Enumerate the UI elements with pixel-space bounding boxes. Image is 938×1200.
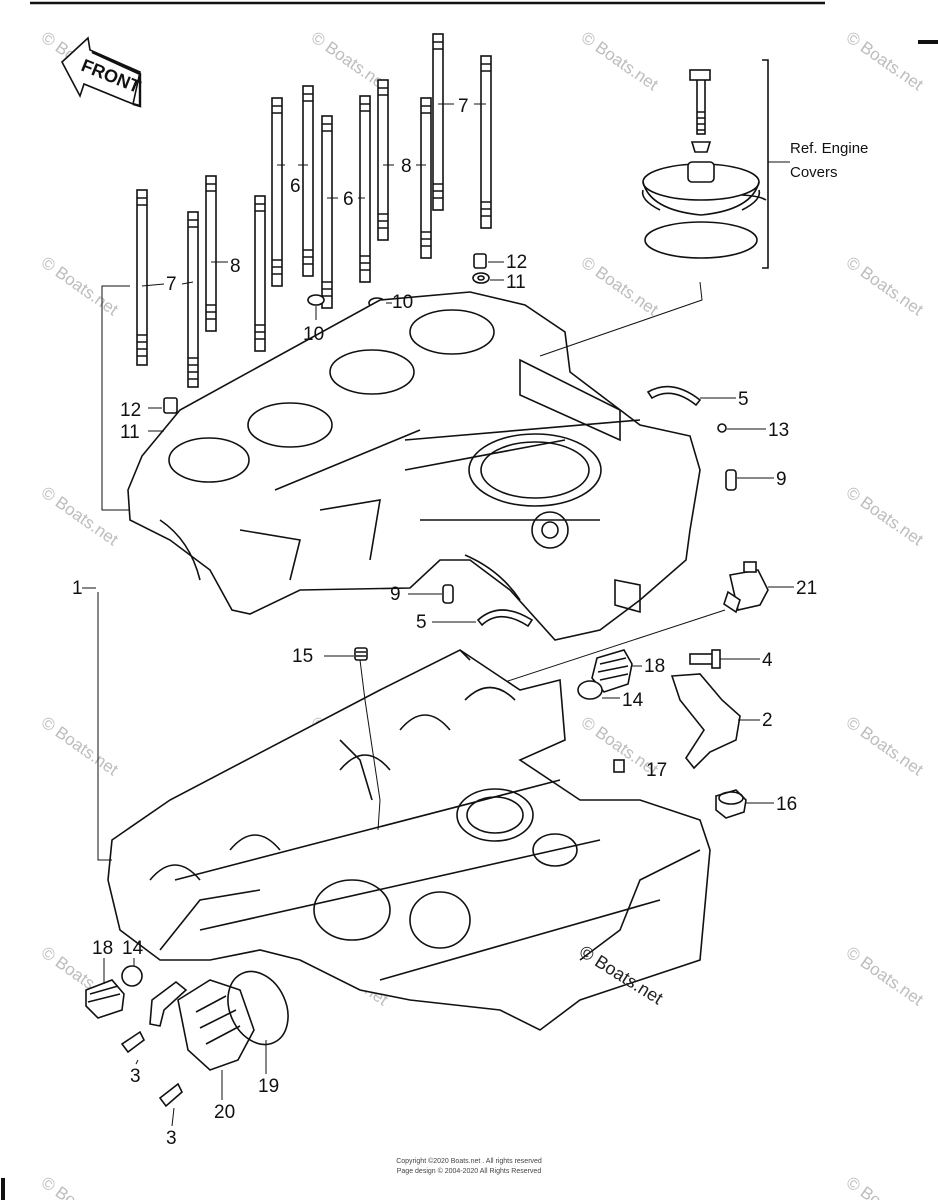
bolt bbox=[120, 1030, 183, 1108]
leader-line bbox=[97, 592, 112, 861]
footer-copyright: Copyright ©2020 Boats.net . All rights r… bbox=[396, 1157, 542, 1165]
dowel-pin bbox=[473, 253, 487, 269]
stud-bolt bbox=[302, 85, 314, 277]
dowel-pin bbox=[725, 469, 737, 491]
callout: 18 bbox=[644, 656, 665, 677]
callout: 6 bbox=[290, 176, 301, 197]
callout: 17 bbox=[646, 760, 667, 781]
drain-plug bbox=[715, 789, 747, 819]
callout: 21 bbox=[796, 578, 817, 599]
stud-bolt bbox=[377, 79, 389, 241]
upper-crankcase bbox=[127, 291, 701, 641]
leader-line bbox=[539, 281, 703, 357]
callout: 9 bbox=[390, 584, 401, 605]
callout: 10 bbox=[392, 292, 413, 313]
callout: 10 bbox=[303, 324, 324, 345]
callout: 16 bbox=[776, 794, 797, 815]
callout: 12 bbox=[120, 400, 141, 421]
breather-plate bbox=[670, 673, 741, 770]
watermark-text: © Boats.net bbox=[38, 1173, 122, 1200]
watermark-text: © Boats.net bbox=[843, 253, 927, 320]
callout: 11 bbox=[120, 422, 140, 443]
stud-bolt bbox=[187, 211, 199, 388]
callout: 11 bbox=[506, 272, 526, 293]
watermark-text: © Boats.net bbox=[843, 943, 927, 1010]
callout: 7 bbox=[458, 96, 469, 117]
callouts: 7 8 6 6 8 7 12 11 10 10 12 11 5 13 9 21 … bbox=[72, 96, 817, 1149]
callout: 18 bbox=[92, 938, 113, 959]
reference-bracket: Ref. Engine Covers bbox=[762, 59, 868, 269]
oil-filler-plug bbox=[591, 649, 633, 693]
callout: 12 bbox=[506, 252, 527, 273]
lower-crankcase bbox=[107, 649, 711, 1031]
bearing-shell bbox=[646, 385, 702, 407]
callout: 5 bbox=[416, 612, 427, 633]
reference-note-line1: Ref. Engine bbox=[790, 140, 868, 157]
callout: 6 bbox=[343, 189, 354, 210]
watermark-text: © Boats.net bbox=[38, 713, 122, 780]
o-ring bbox=[644, 221, 758, 259]
footer-design: Page design © 2004-2020 All Rights Reser… bbox=[397, 1167, 542, 1175]
callout: 8 bbox=[401, 156, 412, 177]
callout-leaders bbox=[82, 261, 794, 1127]
callout: 3 bbox=[130, 1066, 141, 1087]
callout: 19 bbox=[258, 1076, 279, 1097]
watermark-text: © Boats.net bbox=[843, 28, 927, 95]
watermark-text: © Boats.net bbox=[843, 713, 927, 780]
stud-bolt bbox=[321, 115, 333, 309]
stud-bolt bbox=[432, 33, 444, 211]
reference-note-line2: Covers bbox=[790, 164, 838, 181]
stud-bolt bbox=[271, 97, 283, 287]
oil-filler-plug-lower bbox=[85, 979, 125, 1019]
callout: 8 bbox=[230, 256, 241, 277]
callout: 7 bbox=[166, 274, 177, 295]
o-ring bbox=[577, 680, 603, 700]
oil-pressure-switch bbox=[504, 561, 769, 683]
stud-bolt bbox=[420, 97, 432, 259]
washer bbox=[472, 272, 490, 284]
stud-bolt bbox=[359, 95, 371, 283]
stud-bolt bbox=[205, 175, 217, 332]
bolt bbox=[689, 649, 721, 669]
stud-bolt bbox=[254, 195, 266, 352]
stud-bolts bbox=[136, 33, 492, 388]
callout: 2 bbox=[762, 710, 773, 731]
o-ring bbox=[227, 970, 289, 1046]
callout: 4 bbox=[762, 650, 773, 671]
stud-bolt bbox=[480, 55, 492, 229]
steel-ball bbox=[717, 423, 727, 433]
callout: 20 bbox=[214, 1102, 235, 1123]
callout: 3 bbox=[166, 1128, 177, 1149]
plug bbox=[613, 759, 625, 773]
leader-line bbox=[101, 285, 130, 511]
callout: 9 bbox=[776, 469, 787, 490]
front-arrow-icon: FRONT bbox=[61, 36, 143, 108]
plug bbox=[354, 647, 368, 661]
callout: 14 bbox=[122, 938, 144, 959]
watermark-text: © Boats.net bbox=[843, 483, 927, 550]
watermark-text: © Boats.net bbox=[843, 1173, 927, 1200]
callout: 13 bbox=[768, 420, 789, 441]
callout: 14 bbox=[622, 690, 644, 711]
watermark-text: © Boats.net bbox=[38, 483, 122, 550]
callout: 1 bbox=[72, 578, 83, 599]
bearing-shell bbox=[476, 609, 534, 628]
clamp bbox=[149, 980, 188, 1027]
callout: 15 bbox=[292, 646, 313, 667]
oil-pan-cover bbox=[177, 979, 255, 1071]
callout: 5 bbox=[738, 389, 749, 410]
watermark-text: © Boats.net bbox=[578, 28, 662, 95]
engine-cover bbox=[641, 69, 767, 259]
washer bbox=[307, 294, 325, 306]
stud-leaders bbox=[141, 103, 486, 287]
dowel-pin bbox=[442, 584, 454, 604]
watermark-text: © Boats.net bbox=[578, 253, 662, 320]
stud-bolt bbox=[136, 189, 148, 366]
o-ring bbox=[121, 965, 143, 987]
dowel-pin bbox=[163, 397, 178, 414]
